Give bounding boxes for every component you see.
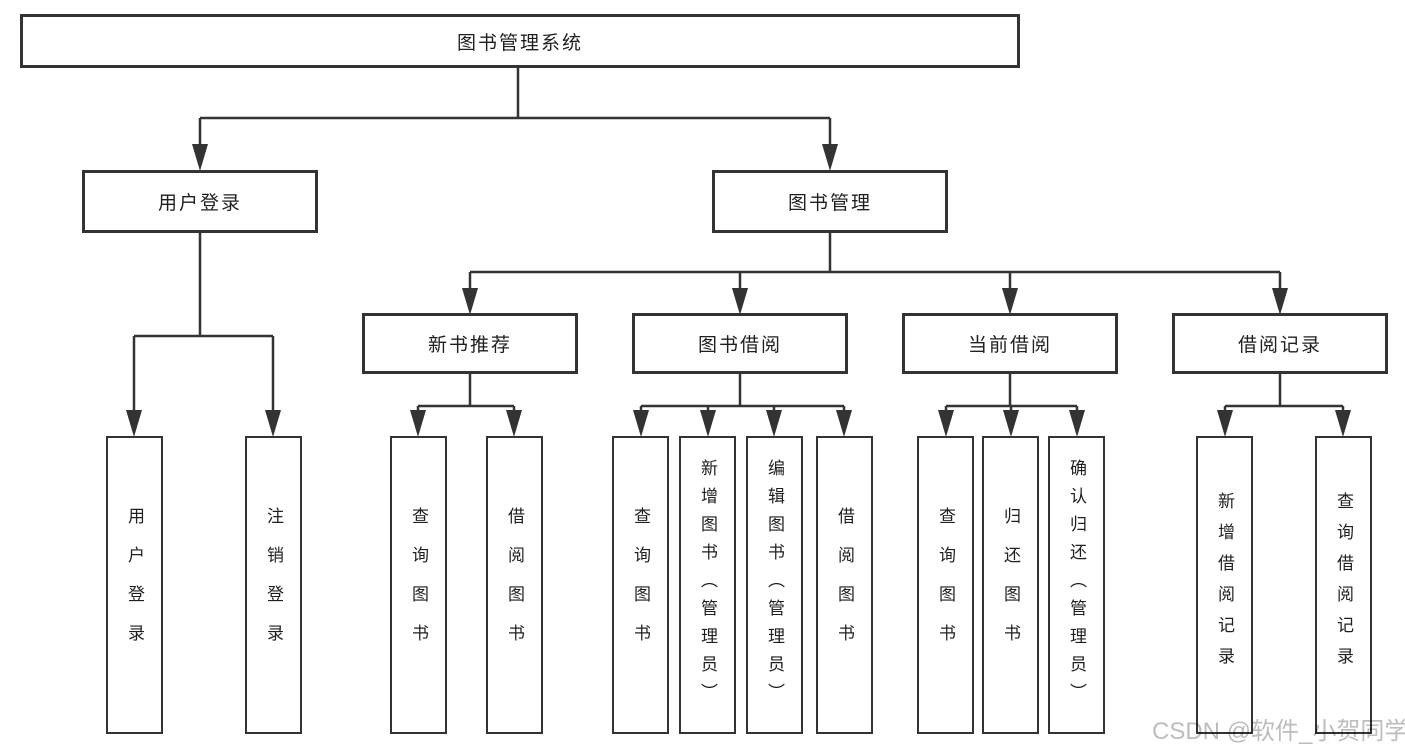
node-book-management: 图书管理 <box>712 170 948 233</box>
node-borrowing-records: 借阅记录 <box>1172 313 1388 374</box>
node-root-label: 图书管理系统 <box>456 32 583 54</box>
leaf-logout: 注销登录 <box>245 436 302 734</box>
leaf-return-book: 归还图书 <box>982 436 1039 734</box>
leaf-query-books-1-label: 查询图书 <box>409 507 428 663</box>
node-book-borrowing: 图书借阅 <box>632 313 848 374</box>
node-borrowing-records-label: 借阅记录 <box>1237 335 1322 356</box>
node-current-borrowing-label: 当前借阅 <box>967 335 1052 356</box>
leaf-borrow-books-1-label: 借阅图书 <box>505 507 524 663</box>
leaf-query-borrow-record-label: 查询借阅记录 <box>1334 492 1353 678</box>
node-book-management-label: 图书管理 <box>787 193 872 214</box>
node-root: 图书管理系统 <box>20 14 1020 68</box>
leaf-borrow-books-1: 借阅图书 <box>486 436 543 734</box>
leaf-user-login-label: 用户登录 <box>125 507 144 663</box>
leaf-query-books-1: 查询图书 <box>390 436 447 734</box>
leaf-add-book-admin-label: 新增图书（管理员） <box>698 459 717 711</box>
node-user-login-label: 用户登录 <box>157 193 242 214</box>
leaf-logout-label: 注销登录 <box>264 507 283 663</box>
leaf-query-borrow-record: 查询借阅记录 <box>1315 436 1372 734</box>
leaf-confirm-return-admin-label: 确认归还（管理员） <box>1067 459 1086 711</box>
leaf-borrow-books-2: 借阅图书 <box>816 436 873 734</box>
node-new-book-recommend: 新书推荐 <box>362 313 578 374</box>
leaf-add-borrow-record-label: 新增借阅记录 <box>1215 492 1234 678</box>
node-book-borrowing-label: 图书借阅 <box>697 335 782 356</box>
leaf-query-books-3-label: 查询图书 <box>936 507 955 663</box>
leaf-add-borrow-record: 新增借阅记录 <box>1196 436 1253 734</box>
leaf-borrow-books-2-label: 借阅图书 <box>835 507 854 663</box>
arrowheads <box>126 144 1351 437</box>
node-new-book-recommend-label: 新书推荐 <box>427 335 512 356</box>
connector-paths <box>132 68 1345 412</box>
node-user-login: 用户登录 <box>82 170 318 233</box>
leaf-query-books-3: 查询图书 <box>917 436 974 734</box>
leaf-query-books-2-label: 查询图书 <box>631 507 650 663</box>
leaf-query-books-2: 查询图书 <box>612 436 669 734</box>
watermark: CSDN @软件_小贺同学 <box>1152 718 1405 745</box>
leaf-edit-book-admin: 编辑图书（管理员） <box>746 436 803 734</box>
leaf-add-book-admin: 新增图书（管理员） <box>679 436 736 734</box>
leaf-edit-book-admin-label: 编辑图书（管理员） <box>765 459 784 711</box>
node-current-borrowing: 当前借阅 <box>902 313 1118 374</box>
leaf-confirm-return-admin: 确认归还（管理员） <box>1048 436 1105 734</box>
leaf-return-book-label: 归还图书 <box>1001 507 1020 663</box>
leaf-user-login: 用户登录 <box>106 436 163 734</box>
